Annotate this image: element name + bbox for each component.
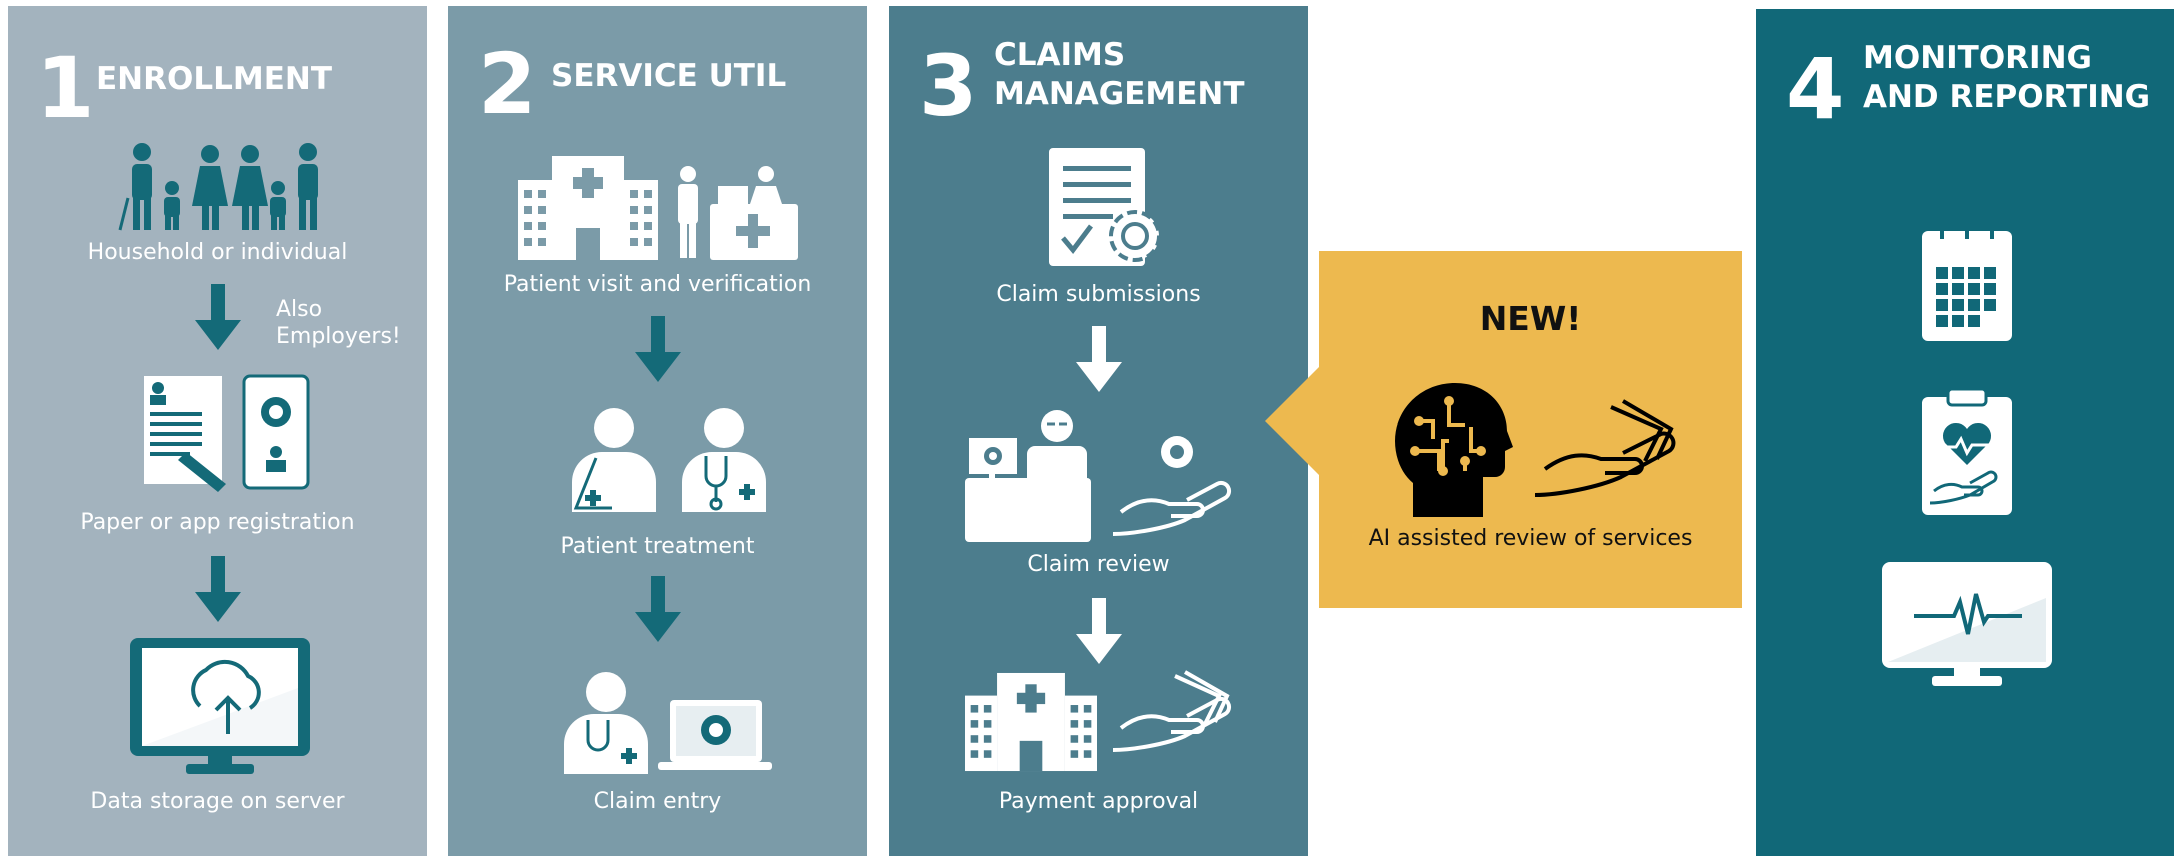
step-label: Payment approval <box>998 789 1199 814</box>
arrow-down-icon <box>635 316 681 382</box>
step-number: 1 <box>36 39 95 137</box>
arrow-down-icon <box>635 576 681 642</box>
step-label: Patient treatment <box>560 534 755 559</box>
claim-document-icon <box>1049 148 1161 266</box>
doctor-patient-icon <box>572 408 766 512</box>
doctor-laptop-icon <box>564 672 772 774</box>
ai-review-callout: NEW! AI assisted review of services <box>1319 251 1742 608</box>
arrow-down-icon <box>1076 326 1122 392</box>
calendar-icon <box>1922 223 2012 341</box>
family-icon <box>118 143 318 231</box>
panel-title: SERVICE UTIL <box>551 58 787 94</box>
hospital-icon <box>965 672 1097 772</box>
panel-title: MONITORING AND REPORTING <box>1863 40 2151 115</box>
step-label: Data storage on server <box>90 789 345 814</box>
arrow-down-icon <box>195 284 241 350</box>
step-label: Patient visit and verification <box>503 272 812 297</box>
registration-icon <box>144 374 310 492</box>
panel-title: ENROLLMENT <box>96 61 332 97</box>
reception-desk-icon <box>678 166 798 260</box>
callout-pointer <box>1265 365 1321 477</box>
step-label: Household or individual <box>87 240 348 265</box>
hospital-icon <box>518 156 658 260</box>
step-label: Paper or app registration <box>80 510 355 535</box>
step-label: Claim review <box>1027 552 1170 577</box>
server-monitor-icon <box>130 638 310 774</box>
new-badge: NEW! <box>1479 299 1582 338</box>
employers-note: Also Employers! <box>276 297 401 349</box>
payment-hand-icon <box>1535 399 1676 497</box>
ai-review-label: AI assisted review of services <box>1368 526 1693 551</box>
step-number: 4 <box>1786 40 1845 138</box>
ai-brain-icon <box>1395 383 1513 517</box>
monitoring-reporting-panel: 4 MONITORING AND REPORTING <box>1756 9 2174 856</box>
monitor-pulse-icon <box>1882 562 2052 686</box>
enrollment-panel: 1 ENROLLMENT Household or individual Als… <box>8 6 427 856</box>
panel-title: CLAIMS MANAGEMENT <box>994 37 1245 112</box>
step-number: 2 <box>478 35 537 133</box>
payment-hand-icon <box>1113 670 1232 752</box>
step-label: Claim submissions <box>996 282 1201 307</box>
claim-review-icon <box>965 410 1232 542</box>
arrow-down-icon <box>195 556 241 622</box>
service-util-panel: 2 SERVICE UTIL Patient visit and verific… <box>448 6 867 856</box>
step-label: Claim entry <box>593 789 722 814</box>
arrow-down-icon <box>1076 598 1122 664</box>
clipboard-heart-icon <box>1922 387 2012 515</box>
step-number: 3 <box>919 37 978 135</box>
claims-management-panel: 3 CLAIMS MANAGEMENT Claim submissions Cl… <box>889 6 1308 856</box>
